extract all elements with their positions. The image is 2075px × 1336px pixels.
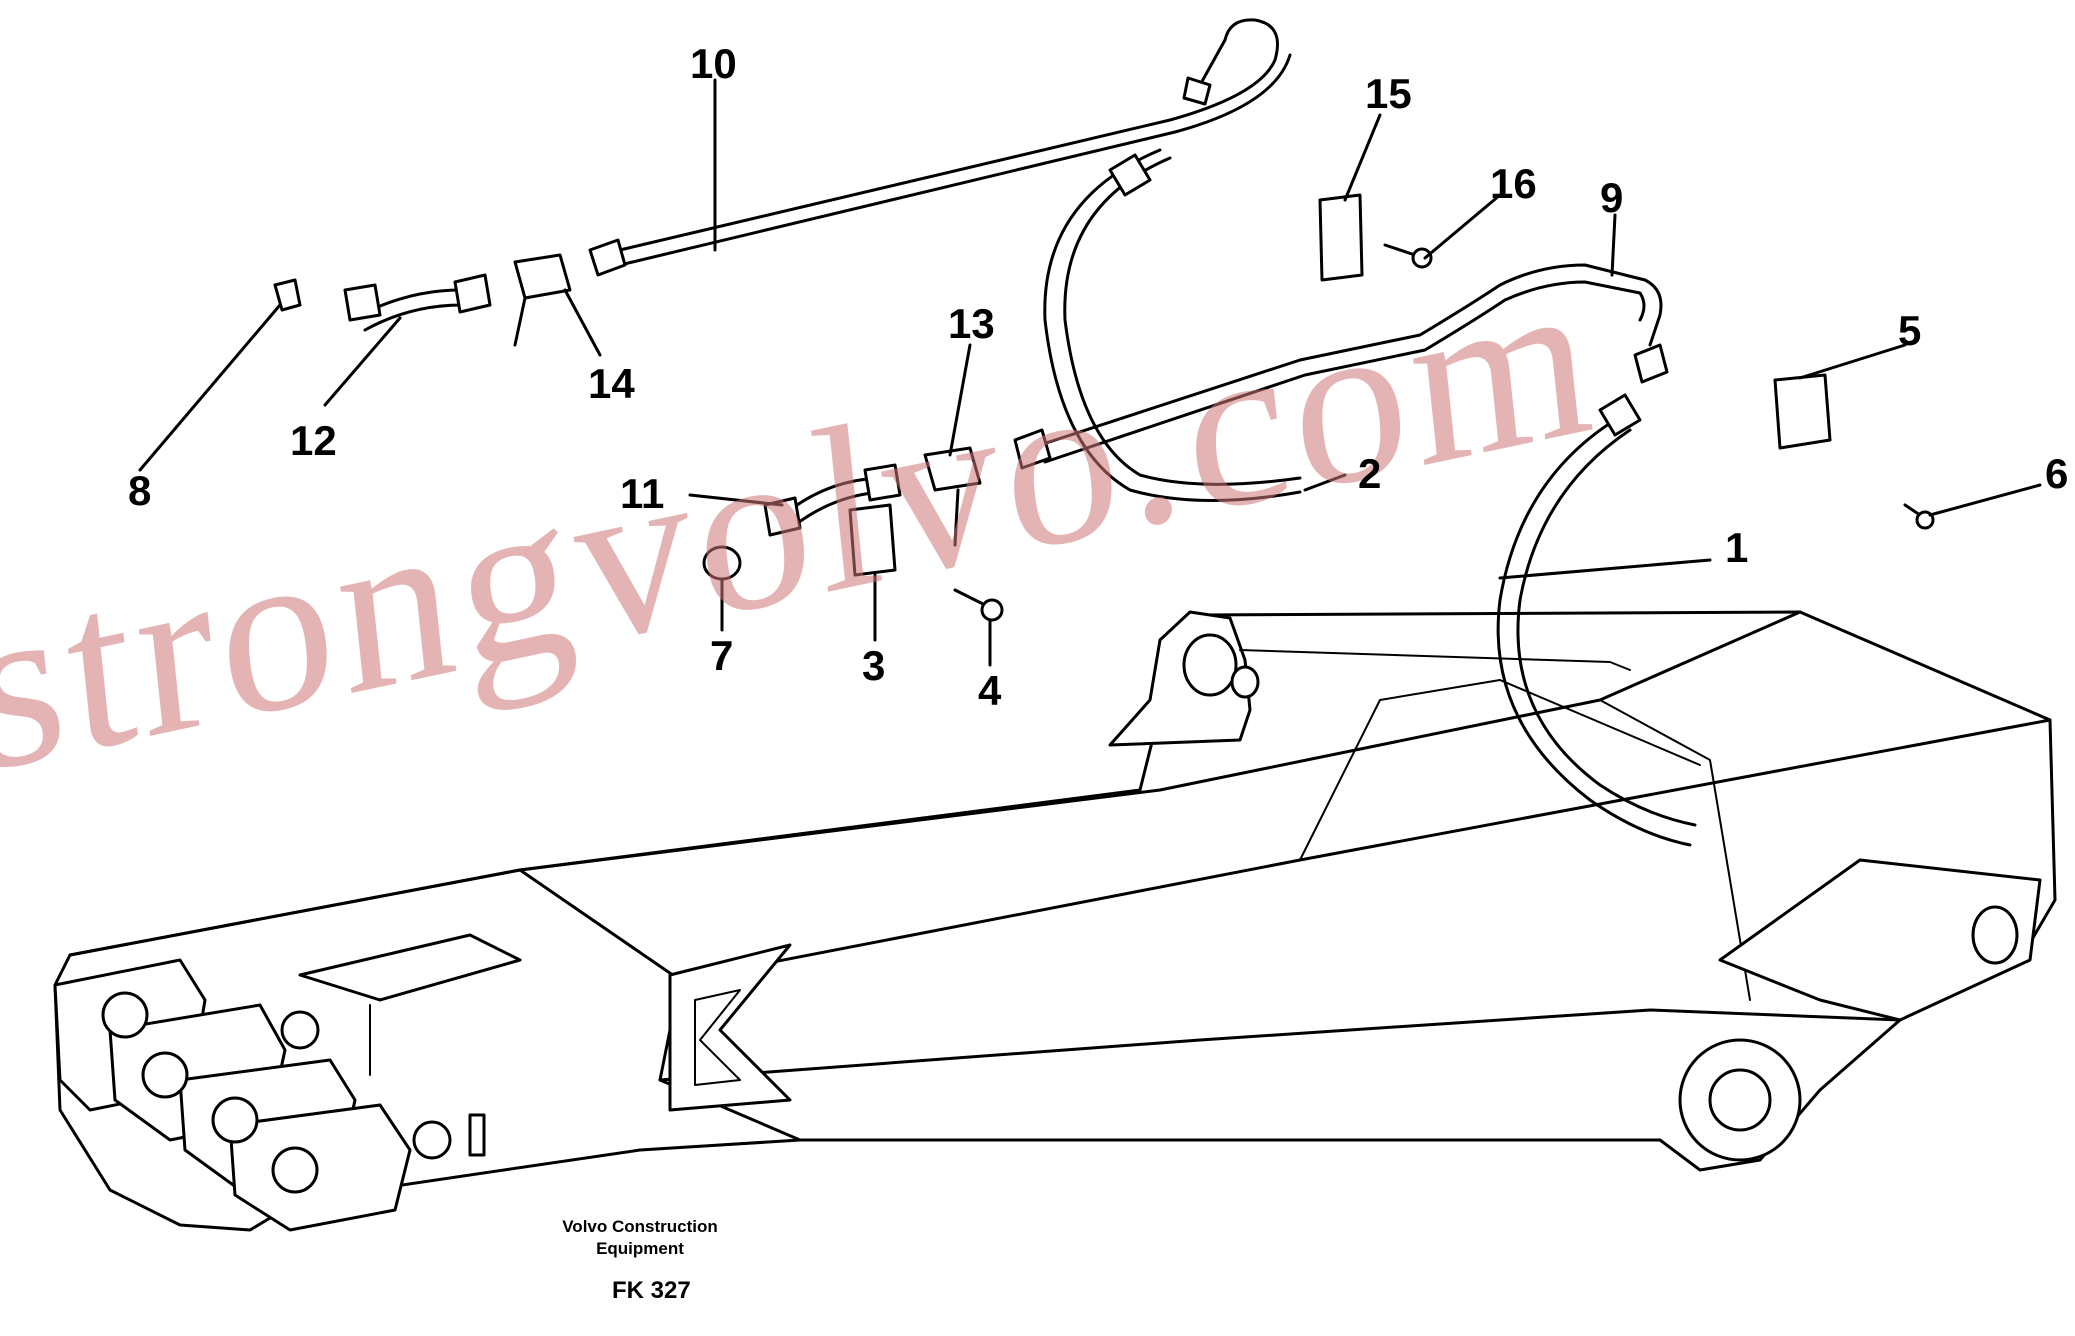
leader-11 xyxy=(688,493,784,507)
tube-10-top-nut xyxy=(1182,76,1212,106)
lug-hole-3 xyxy=(211,1096,259,1144)
leader-lines xyxy=(138,78,2042,667)
tube-10 xyxy=(618,18,1279,252)
callout-3: 3 xyxy=(862,642,885,689)
boom-rear-plate xyxy=(1718,858,2042,1022)
hose-11-nut-left xyxy=(763,496,802,537)
boom-inner-line xyxy=(1299,679,1701,861)
tee-valve-13 xyxy=(923,446,982,492)
leader-12 xyxy=(323,316,402,407)
bolt-6 xyxy=(1903,503,1922,517)
tee-valve-14 xyxy=(513,253,572,300)
leader-14 xyxy=(563,288,602,357)
callout-16: 16 xyxy=(1490,160,1537,207)
hose-1-outer xyxy=(1496,418,1692,847)
hydraulic-lines xyxy=(273,18,1935,847)
cap-8 xyxy=(273,278,302,312)
callout-6: 6 xyxy=(2045,450,2068,497)
callout-1: 1 xyxy=(1725,524,1748,571)
tube-9-end-nut xyxy=(1633,343,1669,384)
tube-10-nut xyxy=(588,238,627,277)
leader-1 xyxy=(1498,558,1712,580)
leader-16 xyxy=(1423,193,1502,260)
caption-line-1: Volvo Construction xyxy=(562,1217,718,1236)
hose-2-inner xyxy=(1063,156,1302,486)
leader-6 xyxy=(1928,483,2042,517)
bracket-pin-hole-2 xyxy=(1230,665,1260,699)
bolt-4 xyxy=(953,588,987,607)
bolt-4-head xyxy=(980,598,1004,622)
figure-code: FK 327 xyxy=(612,1277,691,1304)
rear-pivot-hole xyxy=(1708,1068,1772,1132)
boom-frame-window xyxy=(298,933,522,1002)
gusset-plate xyxy=(668,943,792,1112)
tube-9-nut xyxy=(1013,428,1052,470)
clamp-plate-15 xyxy=(1318,193,1364,282)
tube-10-lower xyxy=(618,53,1292,267)
hose-1-fitting xyxy=(1598,393,1642,437)
side-slot xyxy=(468,1113,486,1157)
tube-9 xyxy=(1038,263,1663,447)
leader-15 xyxy=(1343,113,1382,202)
bracket-plate-line xyxy=(1239,649,1631,671)
leader-13 xyxy=(948,343,972,457)
leader-9 xyxy=(1610,213,1617,277)
side-hole xyxy=(412,1120,452,1160)
callout-9: 9 xyxy=(1600,174,1623,221)
gusset-inner xyxy=(694,989,741,1086)
tube-9-lower xyxy=(1043,280,1646,464)
callout-12: 12 xyxy=(290,417,337,464)
hose-12-nut-right xyxy=(453,273,492,314)
hose-12-nut-left xyxy=(343,283,382,322)
boom-arm xyxy=(53,610,2057,1232)
boom-top-edge xyxy=(68,610,1802,957)
clamp-block-3 xyxy=(848,503,897,577)
callout-11: 11 xyxy=(620,470,664,517)
leader-2 xyxy=(1303,473,1347,492)
tee-valve-13-handle xyxy=(953,488,960,547)
callout-7: 7 xyxy=(710,632,733,679)
callout-13: 13 xyxy=(948,300,995,347)
hose-12-b xyxy=(363,303,464,332)
rear-upper-hole xyxy=(1971,905,2019,965)
caption-line-2: Equipment xyxy=(596,1239,684,1258)
lug-hole-2 xyxy=(141,1051,189,1099)
lug-hole-1 xyxy=(101,991,149,1039)
hose-2-outer xyxy=(1043,148,1302,502)
tee-valve-14-handle xyxy=(513,296,527,347)
callout-2: 2 xyxy=(1358,450,1381,497)
front-lug-4 xyxy=(228,1103,412,1232)
hose-1-inner xyxy=(1516,428,1697,827)
bolt-16-head xyxy=(1411,247,1433,269)
callout-8: 8 xyxy=(128,467,151,514)
callout-labels: 1 2 3 4 5 6 7 8 9 10 11 12 13 14 15 16 xyxy=(128,40,2068,714)
leader-8 xyxy=(138,303,282,472)
callout-5: 5 xyxy=(1898,307,1921,354)
lug-hole-4 xyxy=(271,1146,319,1194)
lug-hole-5 xyxy=(280,1010,320,1050)
callout-10: 10 xyxy=(690,40,737,87)
bolt-16 xyxy=(1383,243,1417,257)
boom-inner-line-2 xyxy=(1599,699,1751,1001)
hose-11-nut-right xyxy=(863,463,902,502)
bracket-pin-hole xyxy=(1182,633,1238,697)
callout-14: 14 xyxy=(588,360,635,407)
hose-2-fitting xyxy=(1108,153,1152,197)
callout-15: 15 xyxy=(1365,70,1412,117)
leader-5 xyxy=(1798,343,1907,380)
clamp-block-5 xyxy=(1773,373,1832,450)
boom-lower-seam xyxy=(658,1008,1902,1082)
callout-4: 4 xyxy=(978,667,1002,714)
